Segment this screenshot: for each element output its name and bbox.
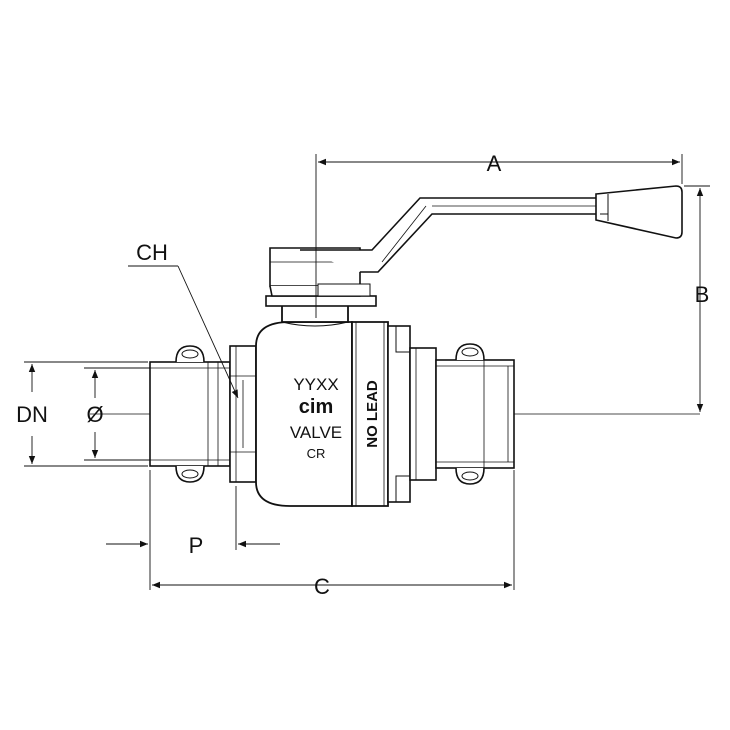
dimension-b [684, 185, 710, 412]
valve-body [255, 303, 389, 507]
dim-label-ch: CH [136, 240, 168, 265]
stem-and-nut [265, 247, 377, 307]
dim-label-b: B [695, 282, 710, 307]
dim-label-p: P [189, 533, 204, 558]
marking-cim-logo: cim [299, 396, 333, 418]
dim-label-c: C [314, 574, 330, 599]
dimension-diameter [84, 367, 150, 461]
marking-no-lead: NO LEAD [364, 380, 381, 448]
marking-valve: VALVE [290, 423, 342, 442]
dimension-p [106, 486, 280, 550]
dimension-dn [24, 361, 148, 467]
leader-ch [128, 265, 239, 399]
dim-label-a: A [487, 151, 502, 176]
dim-label-dn: DN [16, 402, 48, 427]
lever-handle [300, 185, 683, 273]
dimension-c [149, 470, 515, 590]
dimension-a [315, 154, 683, 318]
marking-yyxx: YYXX [293, 375, 338, 394]
marking-cr: CR [307, 446, 326, 461]
dim-label-diameter: Ø [86, 402, 103, 427]
right-end-connector [387, 325, 515, 503]
left-press-end [149, 345, 231, 483]
hex-section [229, 345, 257, 483]
